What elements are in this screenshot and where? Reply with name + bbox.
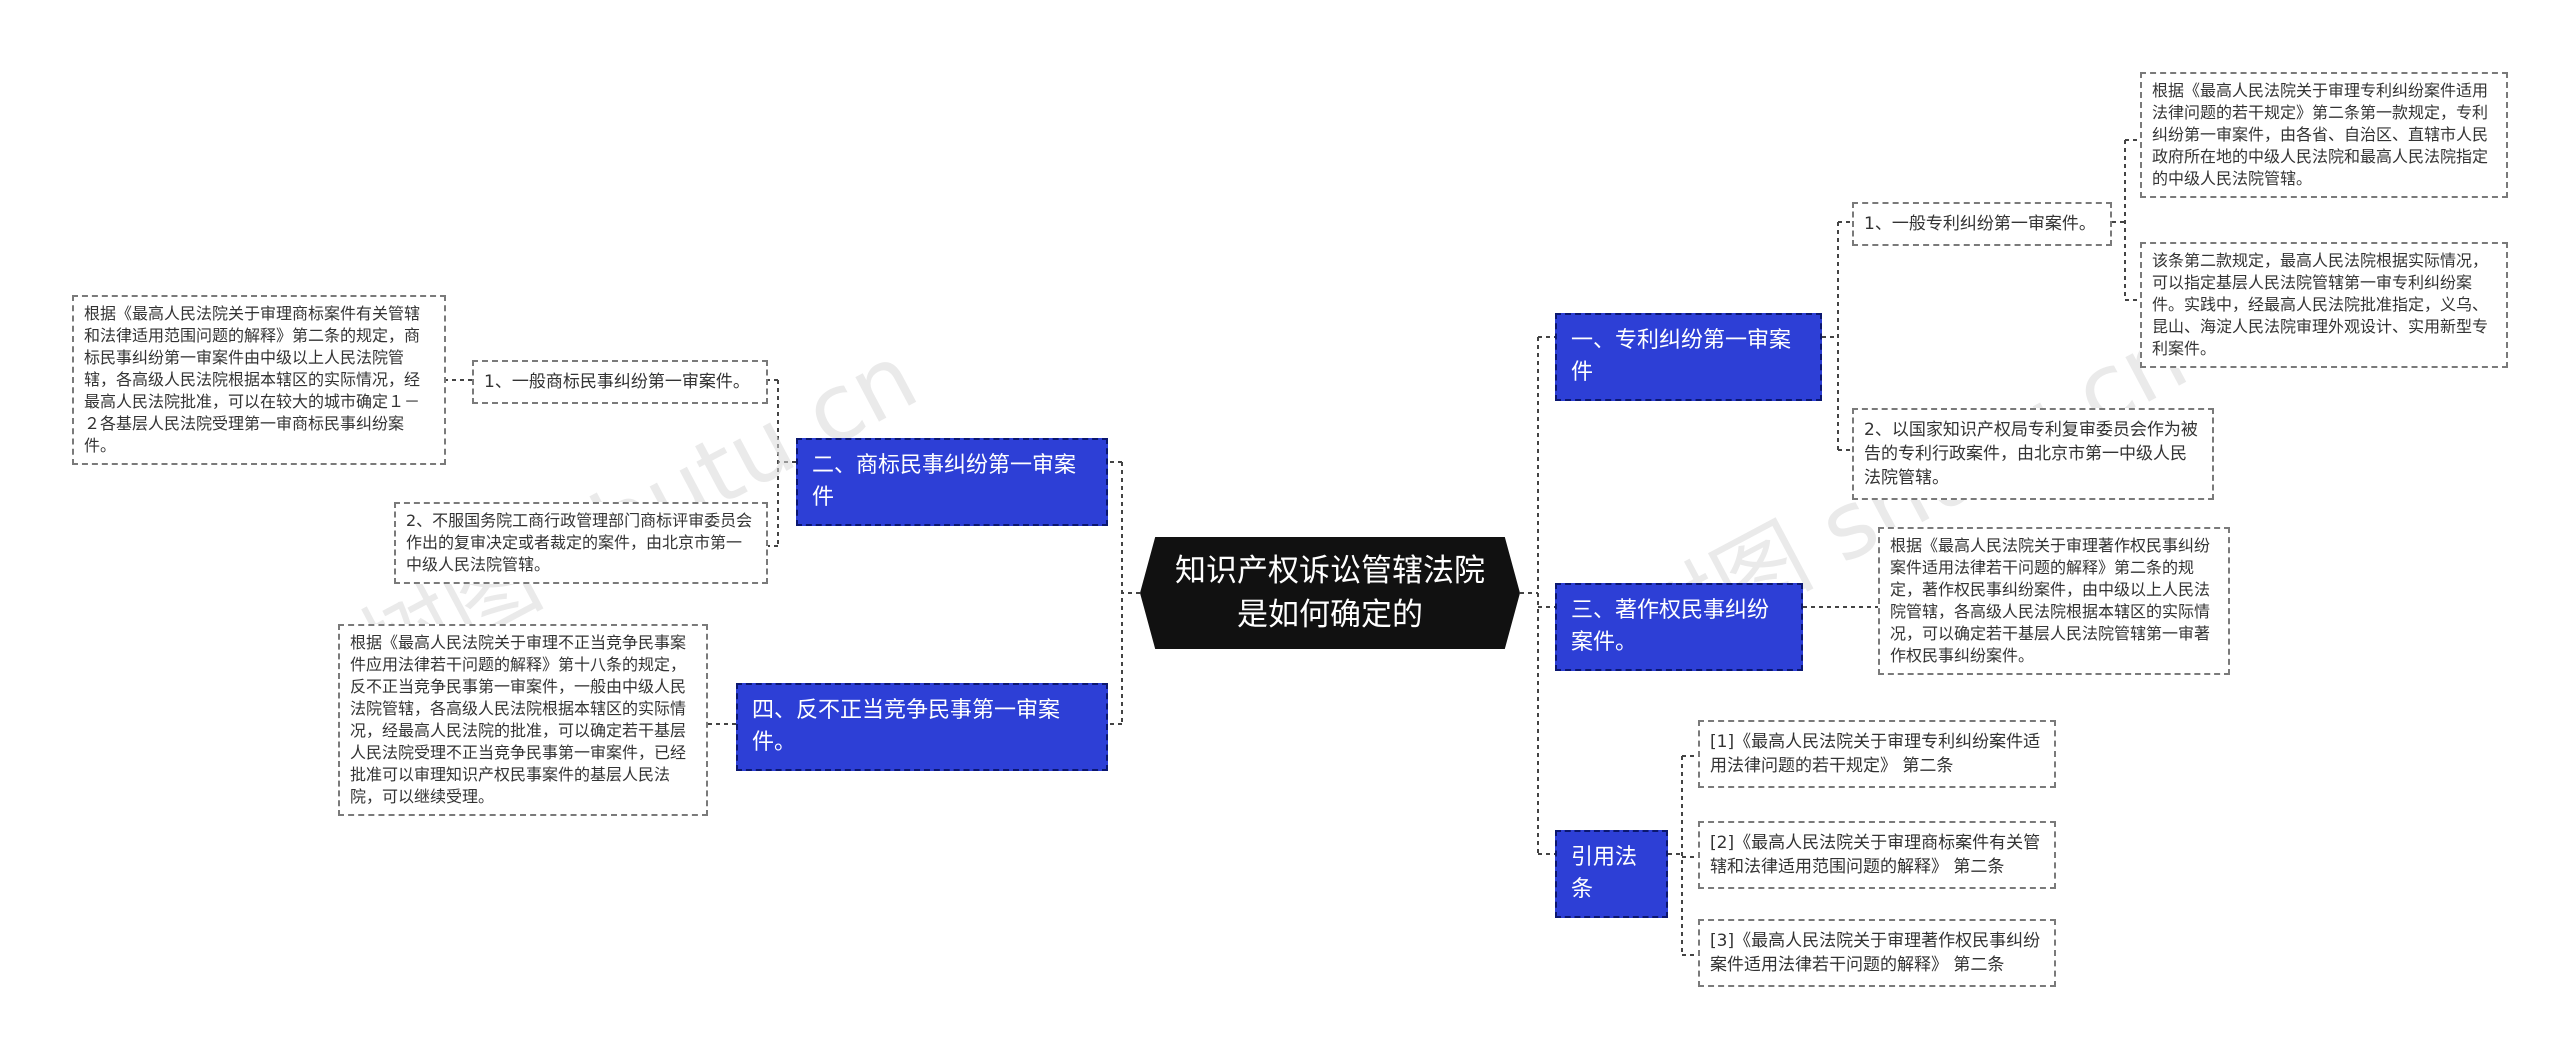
reference-3[interactable]: [3]《最高人民法院关于审理著作权民事纠纷案件适用法律若干问题的解释》 第二条 [1698,919,2056,987]
trademark-review-node[interactable]: 2、不服国务院工商行政管理部门商标评审委员会作出的复审决定或者裁定的案件，由北京… [394,502,768,584]
unfair-competition-detail[interactable]: 根据《最高人民法院关于审理不正当竞争民事案件应用法律若干问题的解释》第十八条的规… [338,624,708,816]
trademark-general-node[interactable]: 1、一般商标民事纠纷第一审案件。 [472,360,768,404]
branch-copyright[interactable]: 三、著作权民事纠纷案件。 [1555,583,1803,671]
copyright-detail[interactable]: 根据《最高人民法院关于审理著作权民事纠纷案件适用法律若干问题的解释》第二条的规定… [1878,527,2230,675]
root-topic[interactable]: 知识产权诉讼管辖法院是如何确定的 [1140,537,1520,649]
root-topic-label: 知识产权诉讼管辖法院是如何确定的 [1175,553,1485,633]
branch-references[interactable]: 引用法条 [1555,830,1668,918]
patent-admin-node[interactable]: 2、以国家知识产权局专利复审委员会作为被告的专利行政案件，由北京市第一中级人民法… [1852,408,2214,500]
patent-detail-1[interactable]: 根据《最高人民法院关于审理专利纠纷案件适用法律问题的若干规定》第二条第一款规定，… [2140,72,2508,198]
patent-general-node[interactable]: 1、一般专利纠纷第一审案件。 [1852,202,2112,246]
branch-unfair-competition[interactable]: 四、反不正当竞争民事第一审案件。 [736,683,1108,771]
branch-trademark[interactable]: 二、商标民事纠纷第一审案件 [796,438,1108,526]
patent-detail-2[interactable]: 该条第二款规定，最高人民法院根据实际情况，可以指定基层人民法院管辖第一审专利纠纷… [2140,242,2508,368]
reference-2[interactable]: [2]《最高人民法院关于审理商标案件有关管辖和法律适用范围问题的解释》 第二条 [1698,821,2056,889]
branch-patent[interactable]: 一、专利纠纷第一审案件 [1555,313,1822,401]
trademark-detail[interactable]: 根据《最高人民法院关于审理商标案件有关管辖和法律适用范围问题的解释》第二条的规定… [72,295,446,465]
reference-1[interactable]: [1]《最高人民法院关于审理专利纠纷案件适用法律问题的若干规定》 第二条 [1698,720,2056,788]
